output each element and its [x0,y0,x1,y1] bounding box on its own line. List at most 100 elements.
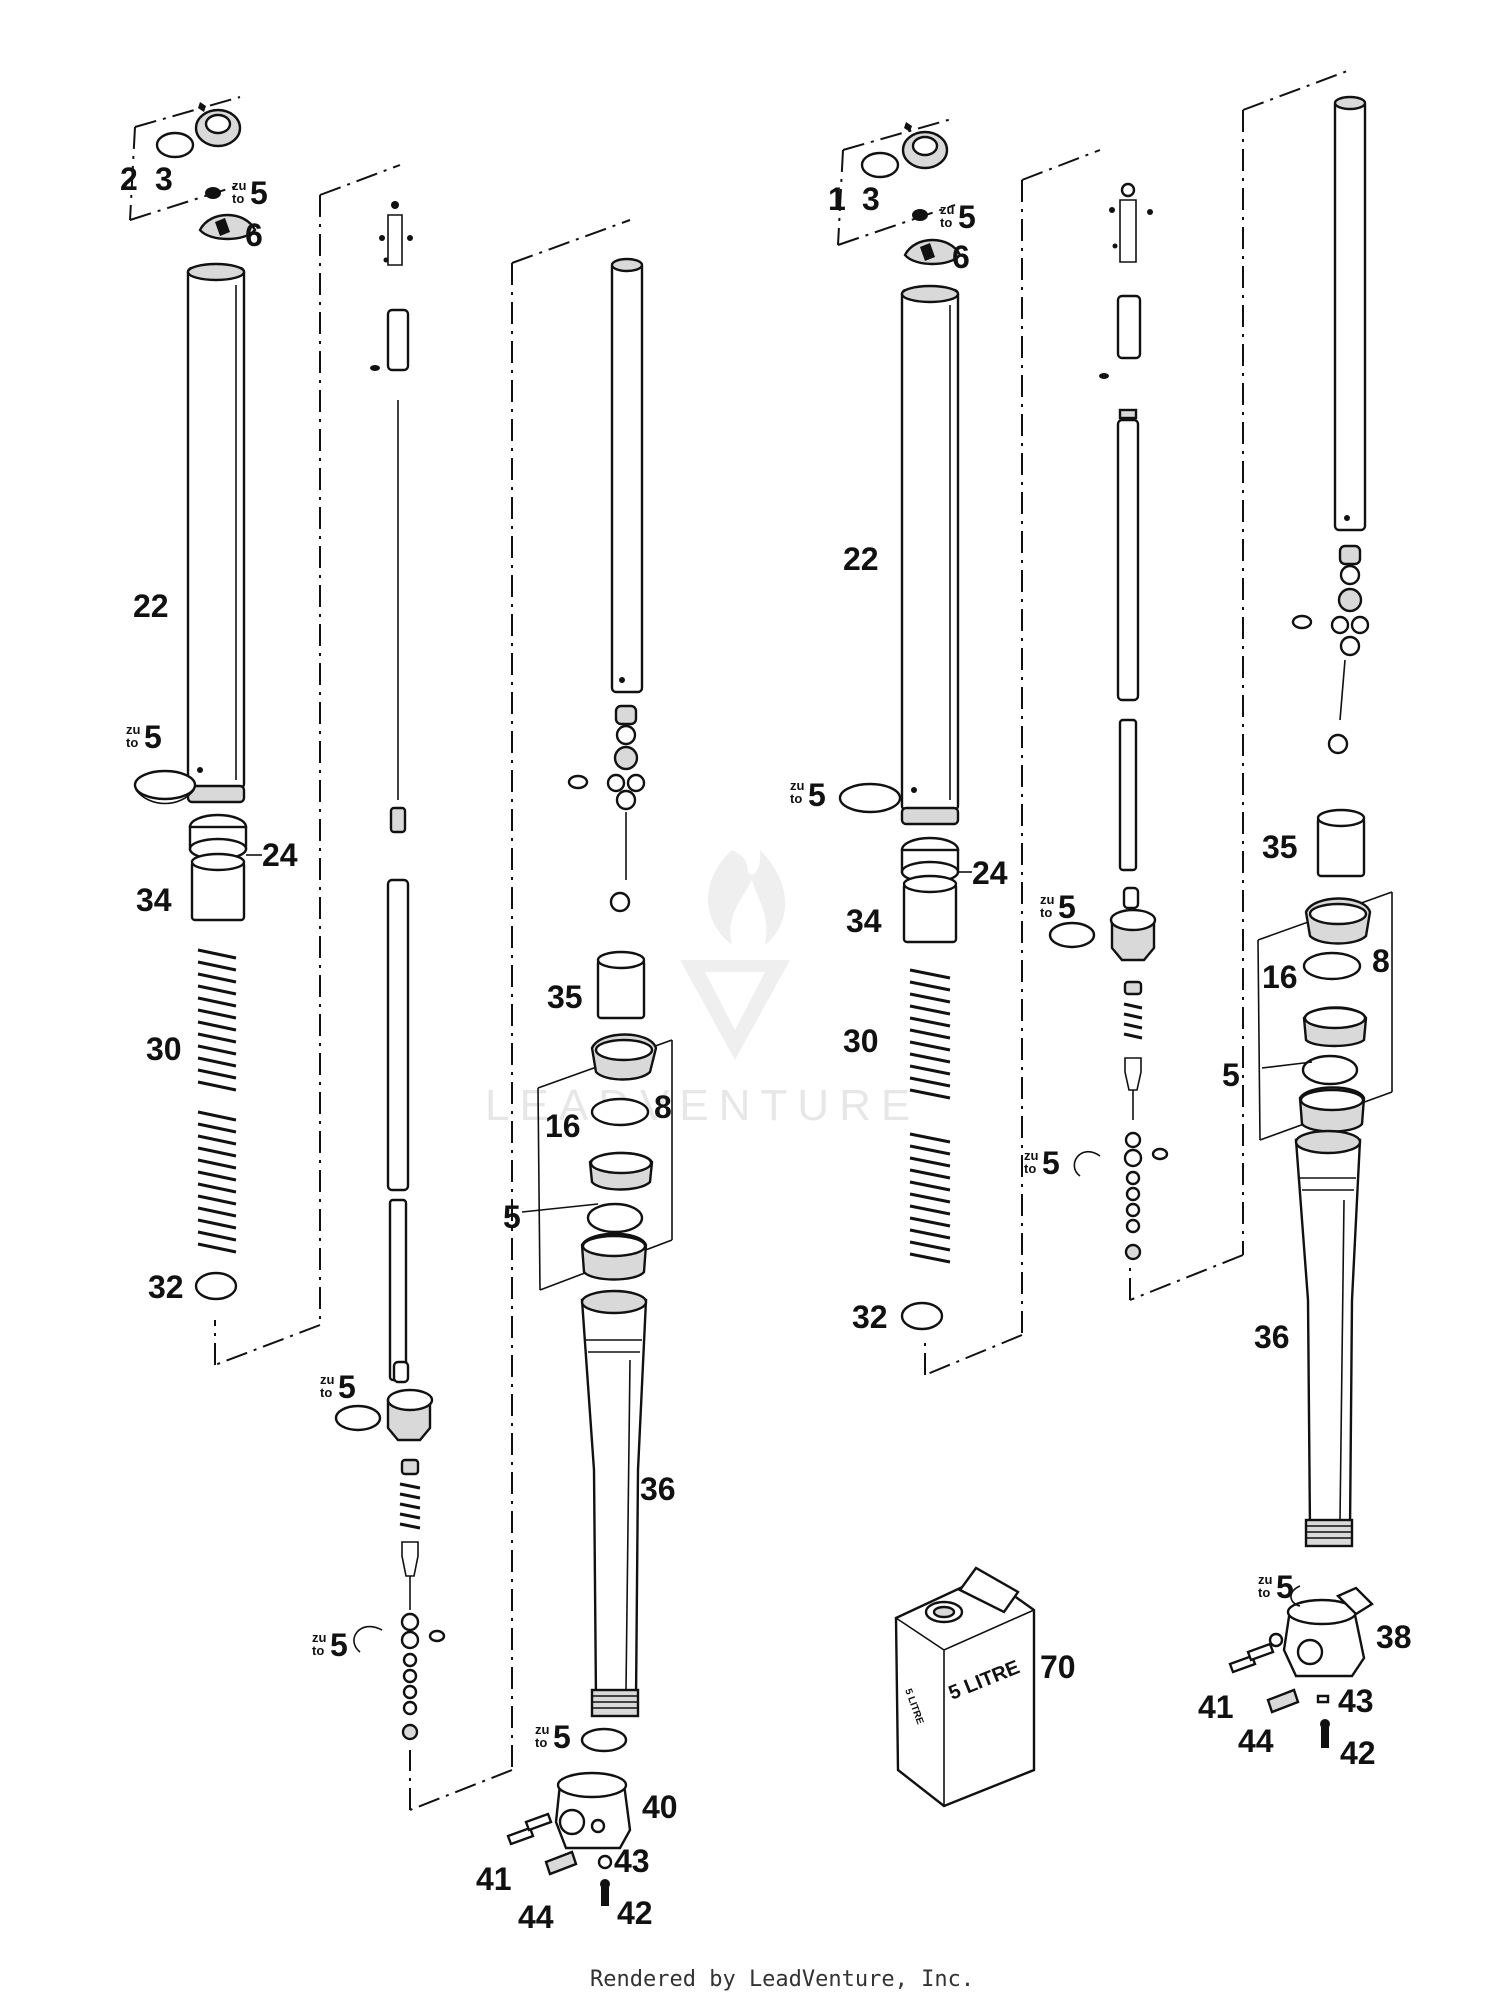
left-oring-3 [155,131,195,159]
right-label-1: 1 [828,181,846,217]
right-cartridge-seal-top [1109,908,1157,932]
left-fork-tube-hole [197,767,203,773]
left-ring-5-axle [580,1727,628,1753]
right-ring-5-tube [838,782,902,814]
right-valve-head [1338,544,1362,566]
right-label-22: 22 [843,541,879,577]
left-cartridge-nut [401,1723,419,1741]
right-valve-stem [1339,659,1346,721]
left-label-5-group: 5 [503,1199,521,1235]
right-cap-vent-icon [904,122,912,132]
right-fork-tube-hole [911,787,917,793]
right-lower-leg-36-top [1294,1129,1362,1155]
left-label-36: 36 [640,1471,676,1507]
right-damper-ball-1 [1109,207,1115,213]
right-valve-shim-d [1339,635,1361,657]
left-circlip-5 [353,1625,383,1653]
left-valve-shim-a [615,724,637,746]
right-to-clip: to [1024,1161,1036,1176]
right-cartridge-shim-5 [1125,1202,1141,1218]
right-label-5-axle: 5 [1276,1569,1294,1605]
right-retaining-clip-16 [1302,951,1362,981]
right-spring-30-lower [909,1132,951,1264]
right-lower-leg-36-thread-lines [1306,1525,1352,1539]
right-leader-5 [1261,1061,1313,1069]
right-label-38: 38 [1376,1619,1412,1655]
left-cartridge-shim-1 [400,1612,420,1632]
right-label-5-tube: 5 [808,777,826,813]
left-cartridge-valve-body [401,1541,419,1577]
right-oring-3 [860,151,900,179]
left-lower-leg-36-top [580,1289,648,1315]
left-label-30: 30 [146,1031,182,1067]
right-label-44: 44 [1238,1723,1274,1759]
right-damper-adjuster [1116,294,1142,360]
left-label-5-clip: 5 [330,1627,348,1663]
left-zu-cap: zu [232,178,247,193]
left-zu-tube: zu [126,722,141,737]
right-cartridge-plug [1122,886,1140,910]
left-dust-seal-top [594,1038,654,1062]
left-label-34: 34 [136,882,172,918]
left-damper-oring [370,365,380,371]
left-damper-adjuster [386,308,410,372]
left-cartridge-shim-4 [402,1668,418,1684]
left-washer-43 [597,1854,613,1870]
left-cartridge-shim-3 [402,1652,418,1668]
right-cap-group-box [837,117,956,246]
left-to-clip: to [312,1643,324,1658]
right-label-30: 30 [843,1023,879,1059]
left-spacer-34-top [190,852,246,872]
right-zu-mid: zu [1040,892,1055,907]
left-axle-clamp-40-bore [558,1808,586,1836]
left-drain-screw-42-head [600,1879,610,1889]
right-cartridge-shim-2 [1123,1148,1143,1168]
left-cartridge-seal-top [386,1388,434,1412]
right-label-5-cap: 5 [958,199,976,235]
watermark-text: LEADVENTURE [485,1081,920,1130]
right-screw-41-b [1246,1642,1275,1662]
right-label-32: 32 [852,1299,888,1335]
left-label-24: 24 [262,837,298,873]
right-label-35: 35 [1262,829,1298,865]
right-lower-leg-36-ribs [1300,1177,1356,1191]
right-dust-seal-top [1308,902,1368,926]
right-label-16: 16 [1262,959,1298,995]
left-valve-shim-c [626,773,646,793]
left-label-5-tube: 5 [144,719,162,755]
left-valve-piston [613,745,639,771]
right-cartridge-washer [1123,980,1143,996]
right-label-5-clip: 5 [1042,1145,1060,1181]
right-spacer-34-top [902,874,958,894]
left-lower-leg-36-highlight [625,1359,631,1691]
left-washer-5 [586,1202,644,1234]
left-label-22: 22 [133,588,169,624]
right-to-mid: to [1040,905,1052,920]
left-damper-top-valve [387,214,403,266]
left-valve-shim-d [615,789,637,811]
right-fork-tube-bottom-ring [900,806,960,826]
right-cartridge-outer-hole [1344,515,1350,521]
right-label-36: 36 [1254,1319,1290,1355]
right-label-3: 3 [862,181,880,217]
footer-credit: Rendered by LeadVenture, Inc. [590,1967,974,1992]
left-lower-leg-36 [580,1298,648,1702]
oil-can-handle [958,1566,1020,1614]
left-label-35: 35 [547,979,583,1015]
right-cartridge-shim-6 [1125,1218,1141,1234]
left-zu-clip: zu [312,1630,327,1645]
right-label-6: 6 [952,239,970,275]
right-axle-clamp-38-hole [1268,1632,1284,1648]
left-cartridge-outer-tube [610,260,644,694]
left-label-5-mid: 5 [338,1369,356,1405]
left-lower-leg-36-thread [590,1688,640,1718]
right-label-5-mid: 5 [1058,889,1076,925]
oil-can-edges [895,1609,1035,1806]
left-retaining-clip-16 [590,1097,650,1127]
left-label-5-cap: 5 [250,175,268,211]
right-axle-clamp-38-bore [1296,1638,1324,1666]
right-damper-tube [1116,418,1140,702]
right-guide-bushing-5-top [1299,1088,1365,1112]
oil-can-spout-inner [932,1605,956,1619]
left-zu-axle: zu [535,1722,550,1737]
